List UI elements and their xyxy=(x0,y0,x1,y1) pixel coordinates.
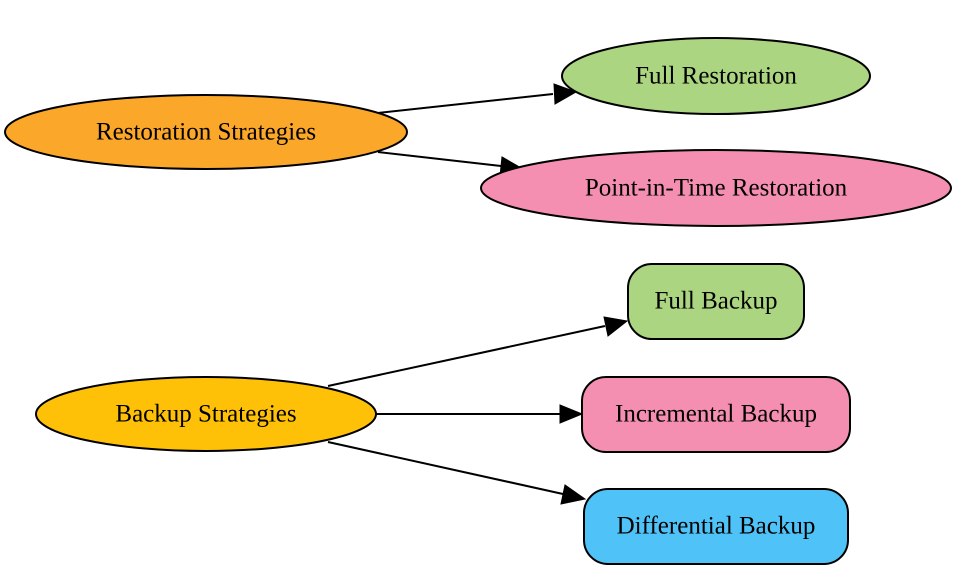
incremental-backup-shape xyxy=(581,376,851,453)
edge-backup-to-incremental-backup xyxy=(376,404,584,424)
node-point-in-time-restoration[interactable]: Point-in-Time Restoration xyxy=(480,149,952,227)
node-restoration-strategies[interactable]: Restoration Strategies xyxy=(4,94,408,170)
point-in-time-restoration-label: Point-in-Time Restoration xyxy=(585,175,848,202)
differential-backup-shape xyxy=(583,488,849,565)
incremental-backup-label: Incremental Backup xyxy=(615,401,817,428)
node-incremental-backup[interactable]: Incremental Backup xyxy=(581,376,851,453)
restoration-strategies-shape xyxy=(4,94,408,170)
full-restoration-shape xyxy=(561,37,871,115)
differential-backup-label: Differential Backup xyxy=(617,513,816,540)
full-restoration-label: Full Restoration xyxy=(635,63,797,90)
point-in-time-restoration-shape xyxy=(480,149,952,227)
edge-backup-to-full-backup xyxy=(327,316,629,387)
edge-restoration-to-full-restoration xyxy=(377,83,578,114)
node-full-backup[interactable]: Full Backup xyxy=(627,263,805,340)
full-backup-label: Full Backup xyxy=(655,288,778,315)
restoration-strategies-label: Restoration Strategies xyxy=(96,119,316,146)
backup-strategies-label: Backup Strategies xyxy=(115,401,296,428)
node-full-restoration[interactable]: Full Restoration xyxy=(561,37,871,115)
backup-strategies-shape xyxy=(35,376,377,452)
node-backup-strategies[interactable]: Backup Strategies xyxy=(35,376,377,452)
edges xyxy=(327,83,629,505)
node-differential-backup[interactable]: Differential Backup xyxy=(583,488,849,565)
edge-backup-to-differential-backup xyxy=(327,441,587,505)
full-backup-shape xyxy=(627,263,805,340)
